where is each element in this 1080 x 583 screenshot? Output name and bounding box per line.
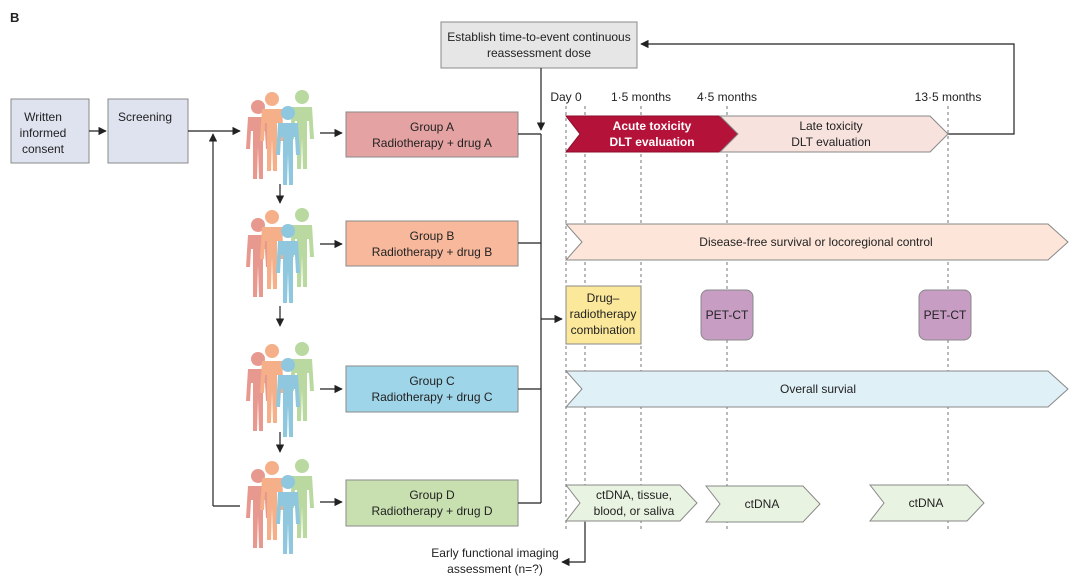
consent-text-1: Written: [24, 110, 62, 124]
acute-toxicity-arrow: Acute toxicity DLT evaluation: [564, 115, 739, 153]
timeline-13-5-months: 13·5 months: [915, 90, 982, 104]
drug-combo-text-3: combination: [571, 323, 636, 337]
timeline-day0: Day 0: [550, 90, 582, 104]
ctdna-3-text: ctDNA: [909, 496, 944, 510]
late-text-1: Late toxicity: [799, 119, 862, 133]
group-d-box: Group D Radiotherapy + drug D: [345, 479, 519, 527]
group-c-subtitle: Radiotherapy + drug C: [371, 390, 492, 404]
reassessment-box: Establish time-to-event continuous reass…: [440, 21, 638, 69]
ctdna-1-text-2: blood, or saliva: [594, 504, 675, 518]
patient-cluster-c: [246, 342, 314, 437]
ctdna-arrow-3: ctDNA: [868, 484, 985, 522]
consent-text-2: informed: [20, 126, 67, 140]
consent-text-3: consent: [22, 142, 65, 156]
drug-combo-text-2: radiotherapy: [570, 307, 637, 321]
petct-box-1: PET-CT: [700, 289, 754, 341]
ctdna-arrow-1: ctDNA, tissue, blood, or saliva: [564, 484, 698, 522]
late-text-2: DLT evaluation: [791, 135, 871, 149]
reassessment-text-1: Establish time-to-event continuous: [447, 30, 630, 44]
ctdna-arrow-2: ctDNA: [704, 485, 821, 523]
patient-cluster-d: [246, 459, 314, 554]
petct-text-1: PET-CT: [706, 308, 749, 322]
group-b-title: Group B: [410, 229, 455, 243]
group-a-box: Group A Radiotherapy + drug A: [345, 111, 519, 158]
screening-text: Screening: [118, 110, 172, 124]
group-c-box: Group C Radiotherapy + drug C: [345, 365, 519, 413]
petct-box-2: PET-CT: [918, 289, 972, 341]
early-imaging-text-1: Early functional imaging: [431, 546, 558, 560]
ctdna-1-text-1: ctDNA, tissue,: [596, 488, 672, 502]
petct-text-2: PET-CT: [924, 308, 967, 322]
disease-free-survival-arrow: Disease-free survival or locoregional co…: [564, 223, 1069, 261]
group-b-subtitle: Radiotherapy + drug B: [372, 245, 492, 259]
late-toxicity-arrow: Late toxicity DLT evaluation: [718, 115, 949, 153]
dfs-text: Disease-free survival or locoregional co…: [699, 235, 932, 249]
screening-box: Screening: [107, 98, 189, 164]
drug-radiotherapy-box: Drug– radiotherapy combination: [565, 285, 642, 345]
timeline-1-5-months: 1·5 months: [611, 90, 671, 104]
reassessment-text-2: reassessment dose: [487, 46, 591, 60]
acute-text-2: DLT evaluation: [609, 135, 694, 149]
group-a-title: Group A: [410, 120, 454, 134]
ctdna-2-text: ctDNA: [745, 497, 780, 511]
panel-label: B: [10, 10, 19, 25]
consent-box: Written informed consent: [10, 98, 90, 164]
group-a-subtitle: Radiotherapy + drug A: [372, 136, 492, 150]
early-imaging-text-2: assessment (n=?): [447, 562, 543, 576]
group-d-subtitle: Radiotherapy + drug D: [371, 504, 492, 518]
patient-cluster-a: [246, 90, 314, 185]
group-c-title: Group C: [409, 374, 455, 388]
acute-text-1: Acute toxicity: [613, 119, 692, 133]
overall-survival-arrow: Overall survial: [564, 370, 1069, 408]
timeline-4-5-months: 4·5 months: [697, 90, 757, 104]
os-text: Overall survial: [780, 382, 856, 396]
group-d-title: Group D: [409, 488, 455, 502]
patient-cluster-b: [246, 208, 314, 303]
drug-combo-text-1: Drug–: [587, 291, 620, 305]
group-b-box: Group B Radiotherapy + drug B: [345, 220, 519, 267]
